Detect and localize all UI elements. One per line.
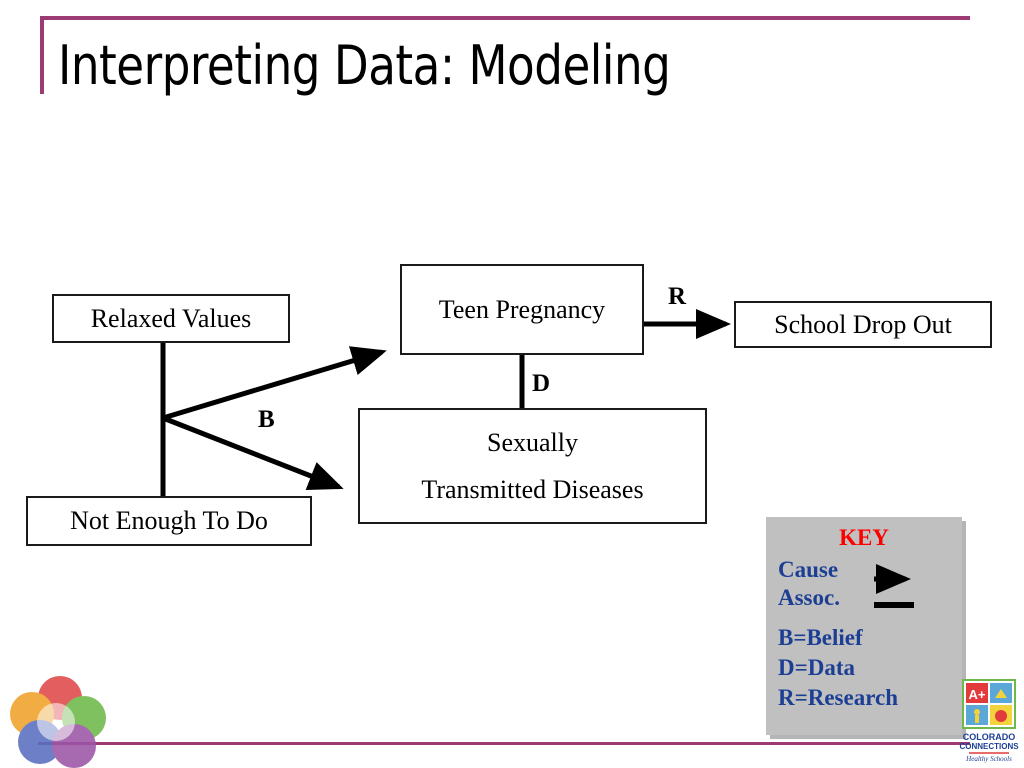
key-assoc-label: Assoc. xyxy=(778,585,840,610)
cc-logo-line2: CONNECTIONS xyxy=(959,742,1019,751)
node-relaxed-values: Relaxed Values xyxy=(52,294,290,343)
node-label: Not Enough To Do xyxy=(70,506,268,536)
cc-logo-tagline: Healthy Schools xyxy=(965,755,1012,763)
node-label: Relaxed Values xyxy=(90,303,252,333)
node-not-enough-to-do: Not Enough To Do xyxy=(26,496,312,546)
key-belief-label: B=Belief xyxy=(778,625,863,650)
bottom-rule xyxy=(38,742,970,745)
node-teen-pregnancy: Teen Pregnancy xyxy=(400,264,644,355)
key-legend: KEY Cause Assoc. B=Belief D=Data R=Resea… xyxy=(766,517,962,735)
node-label-line1: Sexually xyxy=(487,428,578,458)
node-label-line2: Transmitted Diseases xyxy=(421,474,644,504)
flower-logo-icon xyxy=(10,676,106,768)
title-decoration-frame xyxy=(40,16,970,94)
key-data-label: D=Data xyxy=(778,655,855,680)
page-title: Interpreting Data: Modeling xyxy=(58,34,671,97)
key-title: KEY xyxy=(839,525,889,550)
edge-label-data: D xyxy=(532,370,551,397)
edge-belief-to-std xyxy=(162,415,344,491)
node-label: Teen Pregnancy xyxy=(438,294,606,324)
key-symbols xyxy=(874,564,914,608)
cc-logo-line1: COLORADO xyxy=(963,732,1016,742)
key-research-label: R=Research xyxy=(778,685,898,710)
node-sexually-transmitted-diseases: Sexually Transmitted Diseases xyxy=(358,408,707,524)
svg-text:A+: A+ xyxy=(969,687,986,702)
key-cause-label: Cause xyxy=(778,557,839,582)
edge-label-research: R xyxy=(668,283,687,310)
node-label: School Drop Out xyxy=(774,309,952,339)
node-school-drop-out: School Drop Out xyxy=(734,301,992,348)
colorado-connections-logo-icon: A+ COLORADO CONNECTIONS Healthy Schools xyxy=(959,679,1019,763)
edge-label-belief: B xyxy=(258,406,275,433)
